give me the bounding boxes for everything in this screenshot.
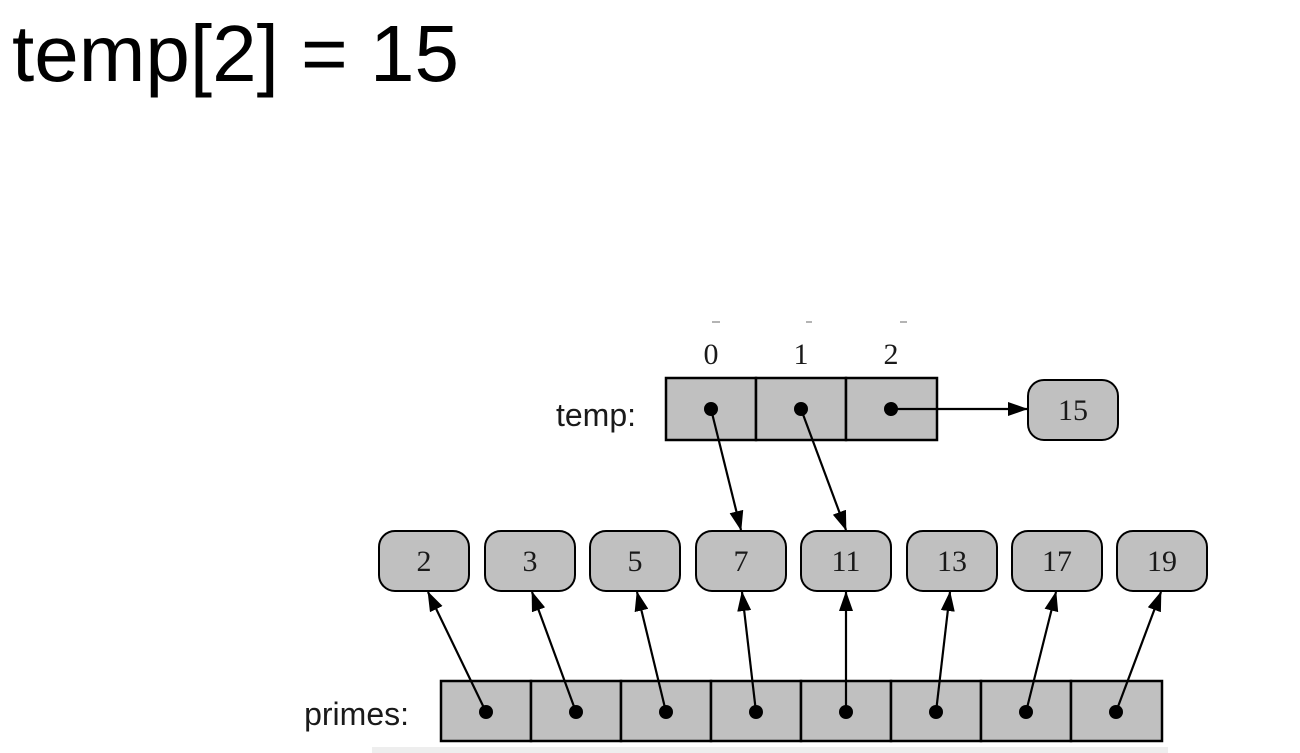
figure-bottom-edge xyxy=(372,747,1168,753)
value-label-13: 13 xyxy=(937,545,967,578)
primes-label: primes: xyxy=(304,696,409,732)
value-box-3 xyxy=(484,530,576,592)
temp-arrows xyxy=(709,402,1028,531)
value-label-19: 19 xyxy=(1147,545,1177,578)
temp-array: temp: 0 1 2 xyxy=(556,338,939,442)
temp-index-2: 2 xyxy=(884,338,899,371)
value-box-13 xyxy=(906,530,998,592)
value-label-5: 5 xyxy=(628,545,643,578)
value-box-7 xyxy=(695,530,787,592)
value-label-11: 11 xyxy=(832,545,861,578)
value-label-7: 7 xyxy=(734,545,749,578)
arrow-primes7-to-19 xyxy=(1114,591,1163,713)
temp-index-0: 0 xyxy=(704,338,719,371)
arrow-temp1-to-11 xyxy=(799,408,848,531)
primes-arrows xyxy=(427,591,1163,713)
value-label-17: 17 xyxy=(1042,545,1072,578)
value-box-19 xyxy=(1116,530,1208,592)
value-label-15: 15 xyxy=(1058,394,1088,427)
value-objects: 2 3 5 7 11 13 17 19 xyxy=(378,530,1208,592)
arrow-primes5-to-13 xyxy=(934,591,955,713)
arrow-primes3-to-7 xyxy=(737,591,758,713)
primes-cell-5 xyxy=(889,679,983,743)
value-label-2: 2 xyxy=(417,545,432,578)
arrow-primes1-to-3 xyxy=(530,591,578,713)
arrow-temp0-to-7 xyxy=(709,408,744,531)
value-label-3: 3 xyxy=(523,545,538,578)
primes-array: primes: xyxy=(304,679,1164,743)
temp-label: temp: xyxy=(556,397,636,433)
arrow-primes2-to-5 xyxy=(634,591,668,713)
new-value-object: 15 xyxy=(1027,379,1119,441)
value-box-17 xyxy=(1011,530,1103,592)
value-box-5 xyxy=(589,530,681,592)
temp-index-1: 1 xyxy=(794,338,809,371)
value-box-15 xyxy=(1027,379,1119,441)
value-box-2 xyxy=(378,530,470,592)
slide-title: temp[2] = 15 xyxy=(12,9,459,98)
temp-cell-0 xyxy=(664,376,758,442)
arrow-primes6-to-17 xyxy=(1024,591,1059,713)
arrow-primes0-to-2 xyxy=(427,591,487,713)
